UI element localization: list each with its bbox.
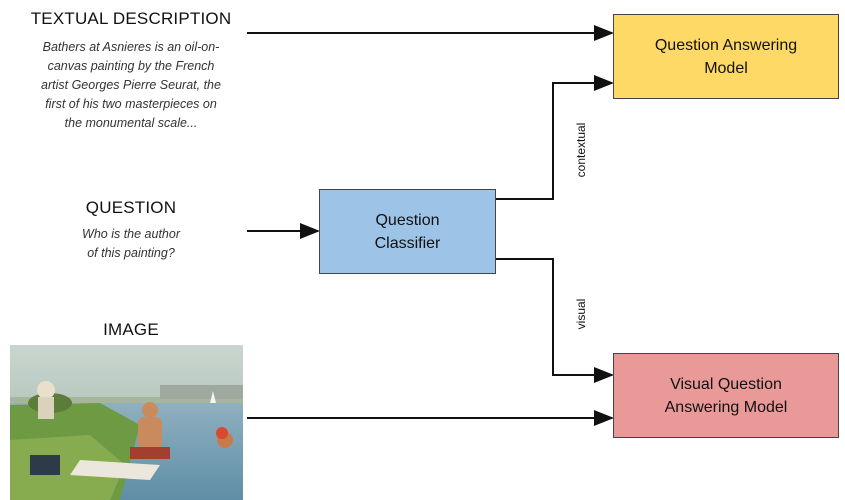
textual-description-line: the monumental scale...	[64, 116, 198, 130]
textual-description-line: first of his two masterpieces on	[45, 97, 217, 111]
image-heading: IMAGE	[103, 320, 159, 339]
question-line: Who is the author	[82, 227, 180, 241]
textual-description-line: Bathers at Asnieres is an oil-on-	[42, 40, 220, 54]
textual-description-heading: TEXTUAL DESCRIPTION	[30, 9, 232, 28]
question-line: of this painting?	[87, 246, 175, 260]
visual-question-answering-model-box: Visual Question Answering Model	[613, 353, 839, 438]
textual-description-line: canvas painting by the French	[47, 59, 215, 73]
question-classifier-label-line: Question	[375, 211, 440, 229]
visual-edge-label: visual	[574, 298, 588, 330]
question-classifier-box: Question Classifier	[319, 189, 496, 274]
painting-image	[10, 345, 243, 500]
vqa-model-label-line: Visual Question	[670, 375, 782, 393]
question-text: Who is the author of this painting?	[46, 225, 216, 263]
textual-description-text: Bathers at Asnieres is an oil-on- canvas…	[0, 38, 262, 133]
qa-model-label-line: Question Answering	[654, 36, 798, 54]
vqa-model-label-line: Answering Model	[664, 398, 788, 416]
question-classifier-label-line: Classifier	[374, 234, 441, 252]
question-heading: QUESTION	[85, 198, 177, 217]
arrow-classifier-to-qa	[496, 75, 614, 200]
contextual-edge-label: contextual	[574, 122, 588, 178]
textual-description-line: artist Georges Pierre Seurat, the	[41, 78, 221, 92]
arrow-classifier-to-vqa	[496, 258, 614, 383]
qa-model-label-line: Model	[704, 59, 748, 77]
question-answering-model-box: Question Answering Model	[613, 14, 839, 99]
